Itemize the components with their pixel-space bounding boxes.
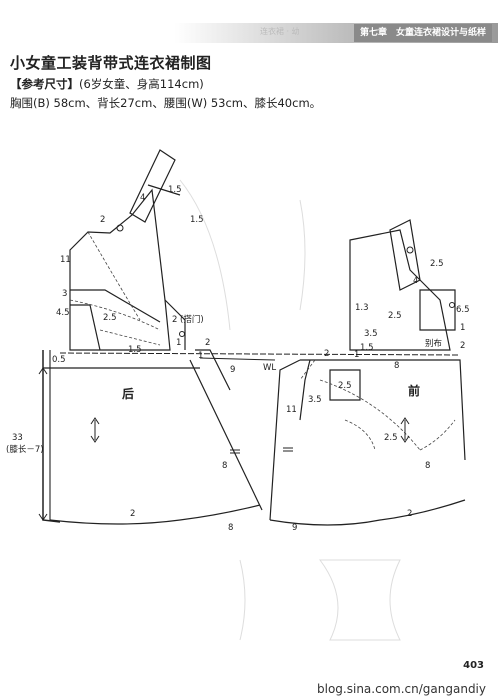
front-markers: [283, 246, 455, 452]
dim-3-a: 3: [62, 289, 67, 299]
chapter-header: 连衣裙 · 幼 第七章 女童连衣裙设计与纸样: [0, 23, 498, 43]
dim-4-b: 4: [413, 276, 418, 286]
dim-3-5-a: 3.5: [308, 395, 322, 405]
label-back: 后: [122, 386, 134, 401]
label-length: 33: [12, 433, 23, 443]
label-tab: (搭门): [180, 314, 204, 325]
watermark: blog.sina.com.cn/gangandiy: [317, 682, 486, 696]
dim-9-b: 9: [292, 523, 297, 533]
bleed-through-shadows: [179, 179, 401, 641]
dim-2-b: 2: [172, 315, 177, 325]
dim-2-a: 2: [100, 215, 105, 225]
dim-2-5-b: 2.5: [430, 259, 444, 269]
back-piece: [42, 149, 263, 525]
dim-1-3: 1.3: [355, 303, 369, 313]
dim-8-b: 8: [228, 523, 233, 533]
dim-8-c: 8: [425, 461, 430, 471]
dim-2-5-d: 2.5: [388, 311, 402, 321]
dim-2-5-c: 2.5: [338, 381, 352, 391]
dim-2-g: 2: [460, 341, 465, 351]
back-markers: [90, 224, 240, 454]
dim-2-c: 2: [205, 338, 210, 348]
waist-line: [59, 352, 461, 361]
dim-2-5-e: 2.5: [384, 433, 398, 443]
dim-1-c: 1: [460, 323, 465, 333]
chapter-title: 第七章 女童连衣裙设计与纸样: [353, 24, 492, 42]
reference-size: 【参考尺寸】(6岁女童、身高114cm): [10, 76, 204, 92]
dim-9-a: 9: [230, 365, 235, 375]
page-title: 小女童工装背带式连衣裙制图: [10, 54, 212, 72]
label-pocket-flap: 别布: [425, 338, 442, 349]
dim-1-b: 1: [198, 351, 203, 361]
label-waistline: WL: [263, 363, 276, 373]
label-length-note: (膝长－7): [6, 444, 44, 455]
dim-8-a: 8: [222, 461, 227, 471]
dim-8-d: 8: [394, 361, 399, 371]
reference-label: 【参考尺寸】: [10, 77, 79, 91]
dim-1-5-c: 1.5: [128, 345, 142, 355]
dim-1-5-a: 1.5: [168, 185, 182, 195]
dim-1-a: 1: [176, 338, 181, 348]
length-dimension: [38, 367, 48, 521]
dim-1-d: 1: [354, 350, 359, 360]
header-faint-text: 连衣裙 · 幼: [260, 27, 300, 36]
dim-3-5-b: 3.5: [364, 329, 378, 339]
front-dashed: [299, 359, 456, 451]
dim-2-e: 2: [407, 509, 412, 519]
measurements-text: 胸围(B) 58cm、背长27cm、腰围(W) 53cm、膝长40cm。: [10, 96, 322, 110]
dim-1-5-b: 1.5: [190, 215, 204, 225]
dim-6-5: 6.5: [456, 305, 470, 315]
back-dashed: [69, 231, 161, 346]
dim-11-b: 11: [286, 405, 297, 415]
dim-2-d: 2: [130, 509, 135, 519]
front-piece: [269, 219, 466, 526]
dim-2-f: 2: [324, 349, 329, 359]
reference-value: (6岁女童、身高114cm): [79, 77, 204, 91]
label-front: 前: [408, 383, 420, 398]
dim-11-a: 11: [60, 255, 71, 265]
dim-0-5-a: 0.5: [52, 355, 66, 365]
dim-2-5-a: 2.5: [103, 313, 117, 323]
dim-1-5-d: 1.5: [360, 343, 374, 353]
page-number: 403: [463, 660, 484, 671]
dim-4-a: 4: [140, 193, 145, 203]
dim-4-5: 4.5: [56, 308, 70, 318]
